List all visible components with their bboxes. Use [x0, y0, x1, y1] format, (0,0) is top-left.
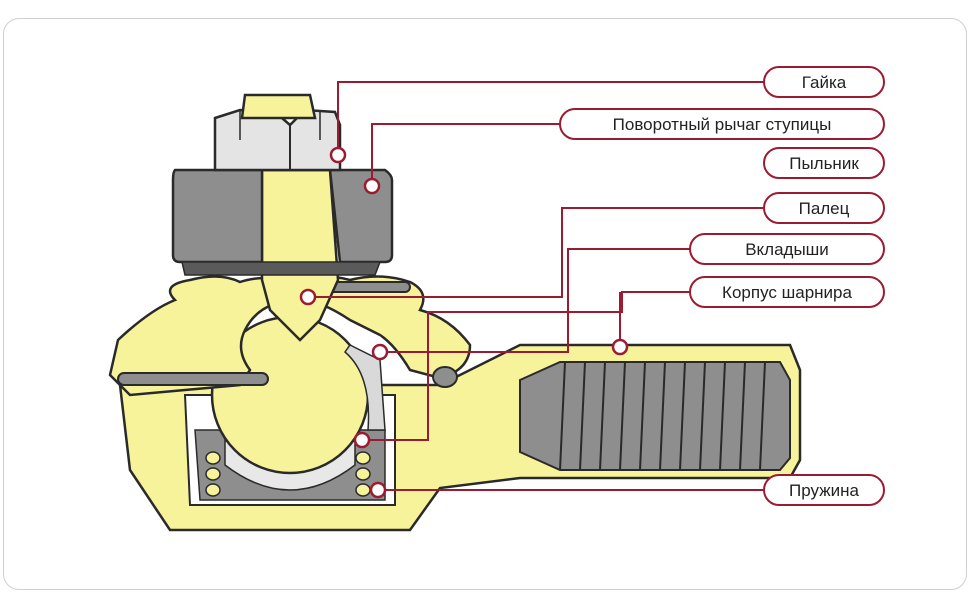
label-spring-text: Пружина	[789, 481, 859, 500]
callout-lines	[308, 81, 764, 491]
callout-markers	[299, 146, 629, 499]
boot-ring-right	[432, 366, 458, 388]
spring-right	[355, 451, 371, 497]
label-boot-text: Пыльник	[789, 154, 859, 173]
label-steering-arm: Поворотный рычаг ступицы	[559, 108, 885, 140]
nut	[213, 93, 342, 172]
upper-liner-right	[343, 344, 386, 431]
label-pin-text: Палец	[799, 199, 850, 218]
label-spring: Пружина	[763, 474, 885, 506]
label-boot: Пыльник	[763, 147, 885, 179]
label-liners-text: Вкладыши	[745, 240, 829, 259]
label-nut-text: Гайка	[802, 73, 847, 92]
label-liners: Вкладыши	[689, 233, 885, 265]
label-nut: Гайка	[763, 66, 885, 98]
pin-shaft	[260, 168, 340, 342]
label-pin: Палец	[763, 192, 885, 224]
label-steering-arm-text: Поворотный рычаг ступицы	[613, 115, 832, 134]
boot-ring-left	[117, 372, 269, 386]
label-housing: Корпус шарнира	[689, 276, 885, 308]
spring-left	[205, 451, 221, 497]
label-housing-text: Корпус шарнира	[722, 283, 852, 302]
